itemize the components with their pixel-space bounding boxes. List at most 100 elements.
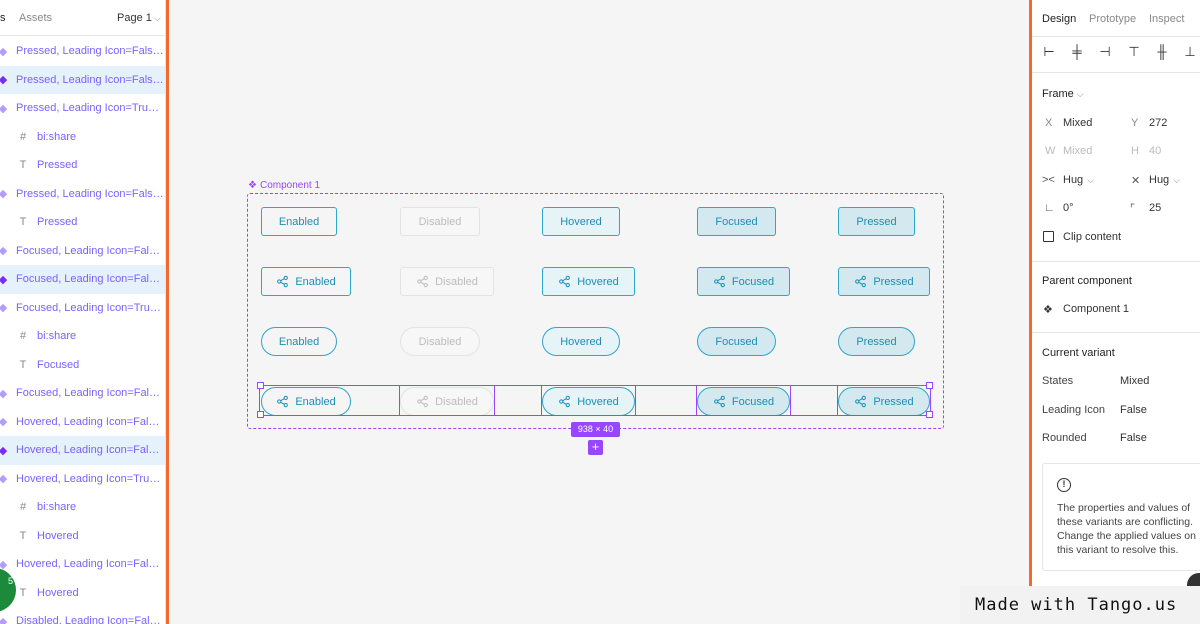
frame-title-text: Frame (1042, 88, 1074, 100)
layer-name: bi:share (37, 330, 77, 343)
enabled-button-variant[interactable]: Enabled (261, 207, 337, 236)
disabled-button-variant[interactable]: Disabled (400, 327, 480, 356)
tab-layers[interactable]: s (0, 12, 6, 24)
hovered-button-variant[interactable]: Hovered (542, 207, 620, 236)
vertical-hug-select[interactable]: Hug⌵ (1149, 174, 1180, 186)
focused-button-variant[interactable]: Focused (697, 207, 776, 236)
layer-row[interactable]: ◆Pressed, Leading Icon=False,... (0, 180, 165, 209)
layer-row[interactable]: ◆ Focused, Leading Icon=True, ... (0, 294, 165, 323)
variant-icon: ◆ (0, 387, 10, 400)
selection-box-focused (696, 385, 791, 416)
button-label: Enabled (295, 275, 336, 288)
conflict-info-box: ! The properties and values of these var… (1042, 463, 1200, 571)
clip-content-checkbox[interactable] (1043, 231, 1054, 242)
layer-row[interactable]: ◆ Focused, Leading Icon=False,... (0, 379, 165, 408)
layer-row[interactable]: ◆Disabled, Leading Icon=False,... (0, 607, 165, 624)
corner-radius-input[interactable]: 25 (1149, 202, 1162, 214)
component-set-icon: ❖ (248, 180, 257, 191)
tab-prototype[interactable]: Prototype (1089, 13, 1137, 25)
parent-component-link[interactable]: Component 1 (1063, 303, 1130, 315)
hovered-button-variant[interactable]: Hovered (542, 267, 635, 296)
align-top-icon[interactable]: ⊤ (1128, 44, 1140, 59)
align-horizontal-center-icon[interactable]: ╪ (1072, 44, 1082, 59)
layer-name: Focused, Leading Icon=False,... (16, 387, 164, 400)
layer-row[interactable]: ◆Focused, Leading Icon=False,... (0, 265, 165, 294)
enabled-button-variant[interactable]: Enabled (261, 327, 337, 356)
align-left-icon[interactable]: ⊢ (1043, 44, 1055, 59)
button-label: Hovered (560, 215, 602, 228)
layer-row[interactable]: #bi:share (0, 123, 165, 152)
layer-row[interactable]: ◆Pressed, Leading Icon=False,... (0, 37, 165, 66)
layer-row[interactable]: ◆Pressed, Leading Icon=True, ... (0, 94, 165, 123)
layer-row[interactable]: ◆Hovered, Leading Icon=True, ... (0, 465, 165, 494)
button-label: Hovered (577, 275, 619, 288)
layer-name: Focused, Leading Icon=True, ... (16, 301, 164, 314)
pressed-button-variant[interactable]: Pressed (838, 387, 930, 416)
y-input[interactable]: 272 (1149, 117, 1168, 129)
frame-icon: # (19, 330, 27, 343)
align-right-icon[interactable]: ⊣ (1099, 44, 1111, 59)
tab-assets[interactable]: Assets (19, 12, 53, 24)
enabled-button-variant[interactable]: Enabled (261, 267, 351, 296)
prop-select-leading-icon[interactable]: False (1120, 404, 1147, 416)
rotation-input[interactable]: 0° (1063, 202, 1074, 214)
pressed-button-variant[interactable]: Pressed (838, 267, 930, 296)
prop-select-rounded[interactable]: False (1120, 432, 1147, 444)
layer-row[interactable]: ◆Hovered, Leading Icon=False,... (0, 550, 165, 579)
hovered-button-variant[interactable]: Hovered (542, 327, 620, 356)
prop-select-states[interactable]: Mixed (1120, 375, 1150, 387)
design-panel: Design Prototype Inspect ⊢ ╪ ⊣ ⊤ ╫ ⊥ Fra… (1032, 0, 1200, 624)
frame-section-title[interactable]: Frame⌵ (1042, 88, 1084, 100)
disabled-button-variant[interactable]: Disabled (400, 207, 480, 236)
layer-row[interactable]: ◆Hovered, Leading Icon=False,... (0, 408, 165, 437)
align-bottom-icon[interactable]: ⊥ (1184, 44, 1196, 59)
avatar[interactable] (0, 568, 16, 612)
variant-icon: ◆ (0, 472, 10, 485)
canvas[interactable] (169, 0, 1029, 624)
focused-button-variant[interactable]: Focused (697, 267, 790, 296)
w-input[interactable]: Mixed (1063, 145, 1093, 157)
layer-row[interactable]: ◆Hovered, Leading Icon=False,... (0, 436, 165, 465)
align-vertical-center-icon[interactable]: ╫ (1157, 44, 1167, 59)
resize-handle-tl[interactable] (257, 382, 264, 389)
layer-row[interactable]: ◆Focused, Leading Icon=False,... (0, 237, 165, 266)
resize-handle-bl[interactable] (257, 411, 264, 418)
resize-handle-tr[interactable] (926, 382, 933, 389)
pressed-button-variant[interactable]: Pressed (838, 207, 915, 236)
text-layer-icon: T (19, 159, 27, 172)
button-label: Disabled (435, 275, 478, 288)
horizontal-hug-select[interactable]: Hug⌵ (1063, 174, 1094, 186)
layer-name: Pressed, Leading Icon=False,... (16, 73, 164, 86)
disabled-button-variant[interactable]: Disabled (400, 267, 494, 296)
focused-button-variant[interactable]: Focused (697, 327, 776, 356)
layer-row[interactable]: #bi:share (0, 493, 165, 522)
chevron-down-icon: ⌵ (1173, 175, 1181, 185)
button-label: Enabled (295, 395, 336, 408)
layer-row[interactable]: ◆Pressed, Leading Icon=False,... (0, 65, 165, 94)
tab-inspect[interactable]: Inspect (1149, 13, 1185, 25)
pressed-button-variant[interactable]: Pressed (838, 327, 915, 356)
layer-name: bi:share (37, 130, 77, 143)
layer-name: Focused, Leading Icon=False,... (16, 244, 164, 257)
resize-handle-br[interactable] (926, 411, 933, 418)
size-tag: 938 × 40 (571, 422, 620, 437)
selection-box-pressed (837, 385, 931, 416)
parent-component-title: Parent component (1042, 275, 1132, 287)
variant-icon: ◆ (0, 45, 10, 58)
page-selector[interactable]: Page 1⌵ (117, 12, 161, 24)
add-variant-button[interactable]: + (588, 440, 603, 455)
disabled-button-variant[interactable]: Disabled (400, 387, 494, 416)
text-layer-icon: T (19, 586, 27, 599)
layer-row[interactable]: # bi:share (0, 322, 165, 351)
variant-icon: ◆ (0, 301, 10, 314)
tab-design[interactable]: Design (1042, 13, 1077, 25)
x-input[interactable]: Mixed (1063, 117, 1093, 129)
component-label[interactable]: ❖Component 1 (248, 180, 320, 191)
button-label: Pressed (873, 275, 914, 288)
h-input[interactable]: 40 (1149, 145, 1162, 157)
